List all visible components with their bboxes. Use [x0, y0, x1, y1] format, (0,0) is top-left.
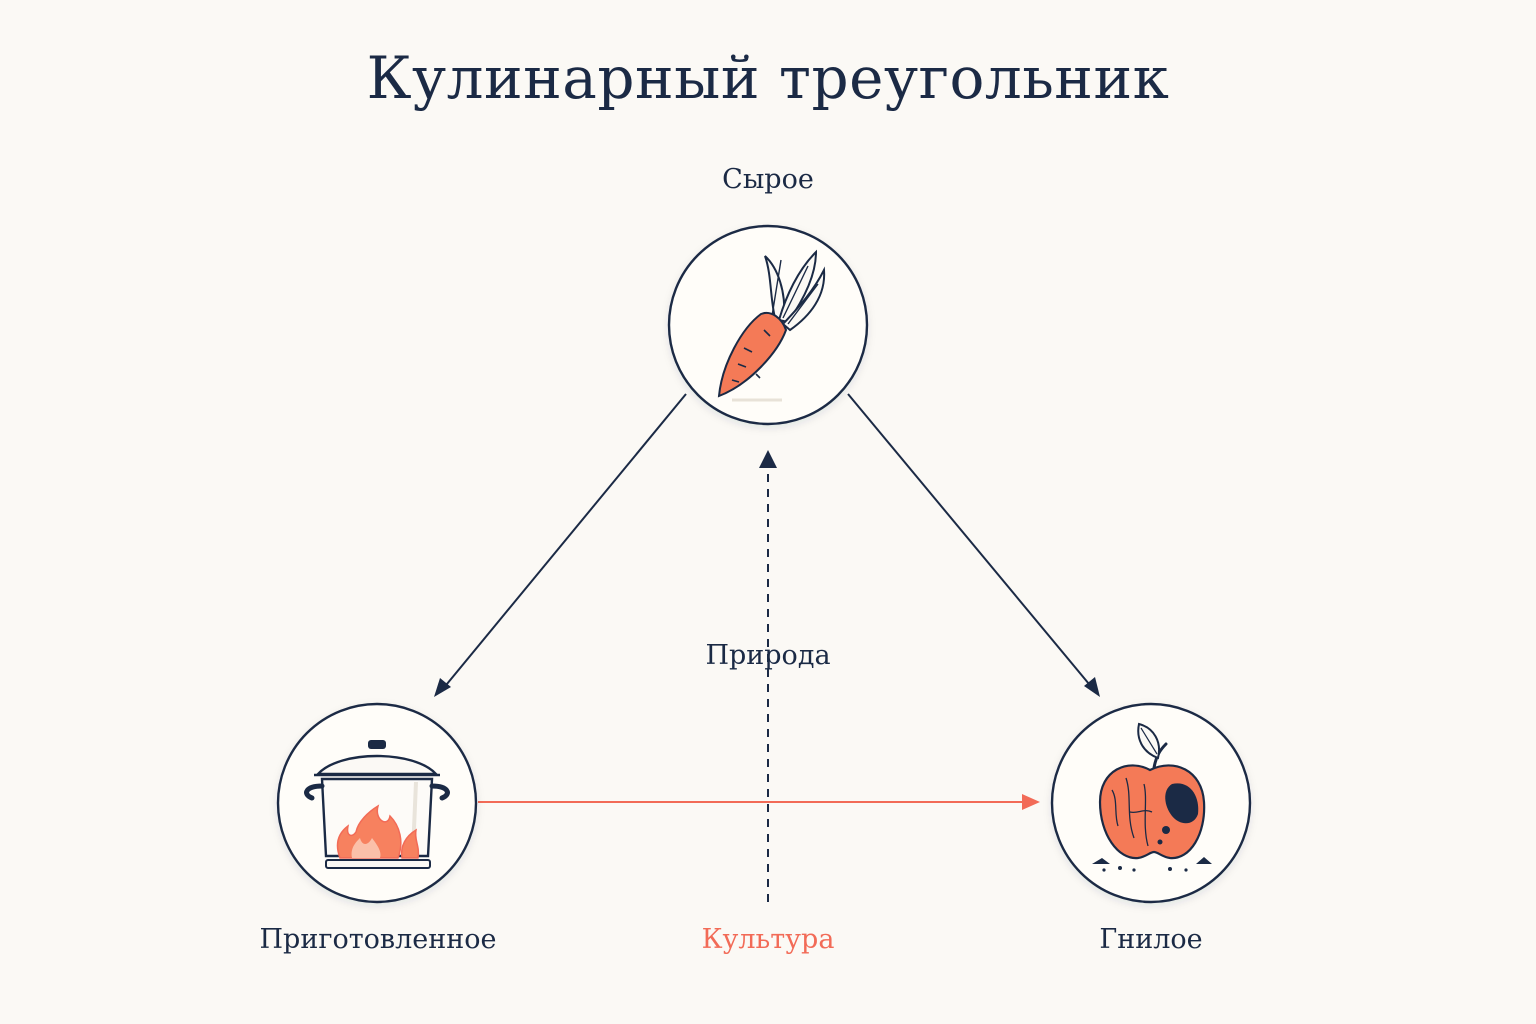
axis-label-nature: Природа: [705, 640, 831, 671]
edge-cooked-to-rotten: [478, 794, 1040, 810]
rotten-apple-icon: [1092, 722, 1212, 872]
node-rotten: [1050, 702, 1252, 904]
node-label-raw: Сырое: [722, 164, 814, 195]
edge-raw-to-cooked: [434, 393, 687, 697]
nature-axis-dashed-arrow: [759, 450, 777, 902]
carrot-icon: [717, 249, 826, 402]
node-label-cooked: Приготовленное: [259, 924, 497, 955]
cooking-pot-icon: [304, 740, 450, 869]
edge-raw-to-rotten: [847, 393, 1100, 697]
node-cooked: [276, 702, 478, 904]
node-raw: [667, 224, 869, 426]
diagram-title: Кулинарный треугольник: [366, 44, 1170, 112]
axis-label-culture: Культура: [701, 924, 835, 955]
node-label-rotten: Гнилое: [1099, 924, 1203, 955]
